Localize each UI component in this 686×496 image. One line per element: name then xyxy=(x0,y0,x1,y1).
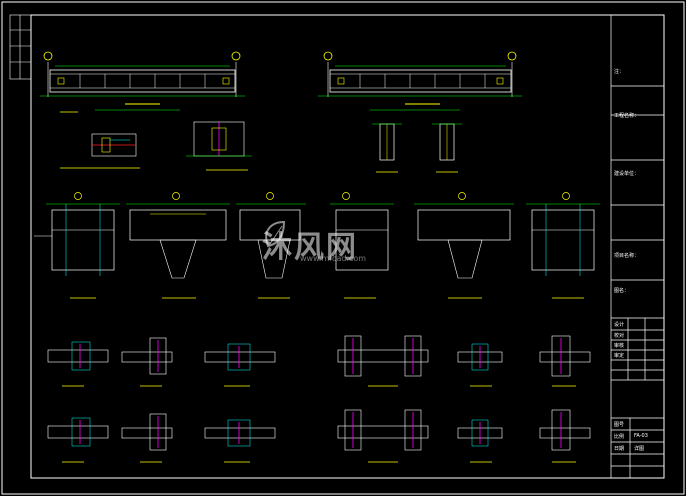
connection-details-row-1[interactable] xyxy=(47,335,591,387)
conn-detail[interactable] xyxy=(457,419,503,463)
tb-label-1: 注： xyxy=(614,69,625,75)
watermark-text: 沐风网 xyxy=(262,230,358,265)
tb-bottom-right-3: 详图 xyxy=(634,446,645,452)
joint-elevations-row[interactable] xyxy=(34,192,600,299)
conn-detail[interactable] xyxy=(337,335,429,387)
watermark-url: www.mfcad.com xyxy=(300,254,367,263)
conn-detail[interactable] xyxy=(337,409,429,463)
conn-detail[interactable] xyxy=(47,341,109,387)
detail-section-2[interactable] xyxy=(432,123,462,173)
tb-sign-row-4: 审定 xyxy=(614,353,625,359)
joint-2[interactable] xyxy=(126,192,230,299)
beam-elevation-1[interactable] xyxy=(40,51,245,113)
tb-sign-row-2: 校对 xyxy=(614,333,625,339)
inner-frame xyxy=(30,14,665,479)
conn-detail[interactable] xyxy=(47,417,109,463)
joint-1[interactable] xyxy=(34,192,120,299)
conn-detail[interactable] xyxy=(539,335,591,387)
conn-detail[interactable] xyxy=(121,413,173,463)
conn-detail[interactable] xyxy=(539,409,591,463)
joint-5[interactable] xyxy=(414,192,514,299)
tb-sign-row-1: 设计 xyxy=(614,322,625,328)
detail-section-1[interactable] xyxy=(372,123,402,173)
tb-label-5: 建设单位： xyxy=(614,171,640,177)
detail-node-a[interactable] xyxy=(60,133,140,169)
tb-label-3: 工程名称： xyxy=(614,113,640,119)
conn-detail[interactable] xyxy=(121,337,173,387)
tb-bottom-left-3: 日期 xyxy=(614,446,625,452)
title-block-frame xyxy=(610,15,664,478)
conn-detail[interactable] xyxy=(204,419,276,463)
tb-label-9: 图名： xyxy=(614,288,630,294)
tb-bottom-left-2: 比例 xyxy=(614,434,625,440)
conn-detail[interactable] xyxy=(457,343,503,387)
joint-6[interactable] xyxy=(526,192,600,299)
conn-detail[interactable] xyxy=(204,343,276,387)
beam-elevation-2[interactable] xyxy=(318,51,522,111)
tb-sign-row-3: 审核 xyxy=(614,343,625,349)
binding-strip xyxy=(9,14,32,80)
tb-bottom-right-2: FA-03 xyxy=(634,433,648,439)
joint-4[interactable] xyxy=(330,192,394,299)
connection-details-row-2[interactable] xyxy=(47,409,591,463)
tb-label-7: 项目名称： xyxy=(614,253,640,259)
detail-node-b[interactable] xyxy=(186,121,252,171)
joint-3[interactable] xyxy=(236,192,306,299)
tb-bottom-left-1: 图号 xyxy=(614,422,625,428)
leaf-logo-icon xyxy=(265,220,286,248)
